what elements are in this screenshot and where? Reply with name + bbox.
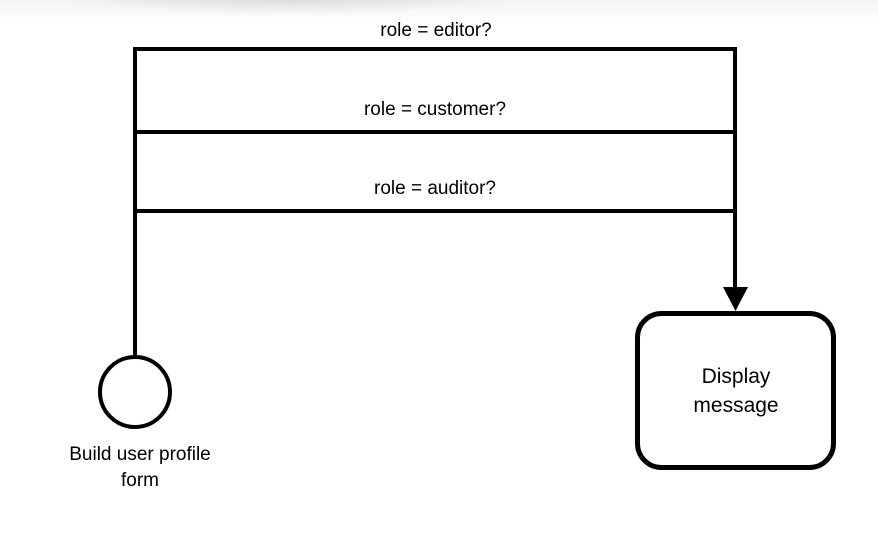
arrowhead-icon — [723, 287, 748, 311]
start-node-label: Build user profile form — [69, 444, 211, 491]
branch-label-auditor: role = auditor? — [374, 178, 496, 199]
branch-label-editor: role = editor? — [380, 20, 492, 41]
end-node-box[interactable] — [635, 311, 836, 470]
branch-label-customer: role = customer? — [363, 99, 507, 120]
start-node-circle[interactable] — [98, 355, 172, 429]
end-node-label: Display message — [693, 365, 779, 417]
